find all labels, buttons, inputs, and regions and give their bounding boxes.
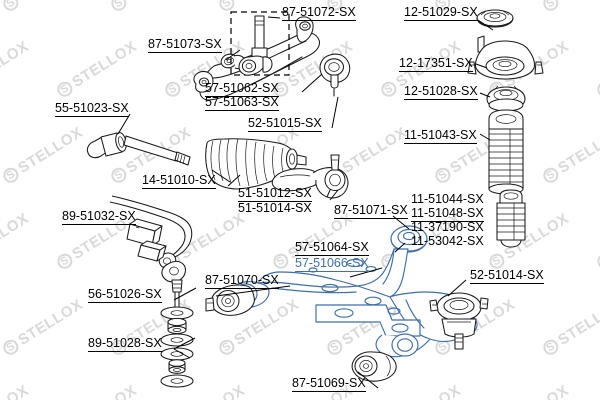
part-number-label: 87-51069-SX — [292, 376, 366, 392]
part-number-label: 55-51023-SX — [55, 101, 129, 117]
part-number-label: 89-51032-SX — [62, 209, 136, 225]
part-number-label: 12-51029-SX — [404, 5, 478, 21]
part-number-label: 11-37190-SX — [411, 220, 484, 234]
part-number-label: 87-51070-SX — [205, 273, 279, 289]
part-number-label: 12-51028-SX — [404, 84, 478, 100]
part-lower-ball-joint — [429, 292, 489, 350]
part-number-label: 87-51073-SX — [148, 37, 222, 53]
part-number-label: 14-51010-SX — [142, 173, 216, 189]
part-number-label: 11-53042-SX — [411, 234, 484, 248]
part-number-label: 51-51012-SX — [238, 186, 312, 202]
part-washer-stack — [160, 306, 194, 388]
part-inner-tie-rod — [86, 132, 191, 166]
part-strut-mount-cap — [476, 9, 514, 28]
part-bump-stop — [496, 189, 526, 248]
part-rear-arm-bushing — [351, 351, 397, 382]
part-number-label: 57-51062-SX — [205, 81, 279, 97]
part-number-label: 11-51048-SX — [411, 206, 484, 222]
part-number-label: 89-51028-SX — [88, 336, 162, 352]
part-number-label: 57-51064-SX — [295, 240, 369, 256]
part-stabilizer-bar — [109, 195, 193, 269]
part-number-label: 12-17351-SX — [399, 56, 473, 72]
part-steering-rack-boot — [205, 138, 307, 190]
part-number-label: 87-51071-SX — [334, 203, 408, 219]
part-number-label: 57-51066-SX — [295, 256, 369, 272]
part-strut-support-mount — [467, 35, 544, 80]
part-number-label: 57-51063-SX — [205, 95, 279, 111]
part-number-label: 51-51014-SX — [238, 201, 312, 215]
leader-lines — [117, 16, 494, 389]
part-number-label: 56-51026-SX — [88, 287, 162, 303]
part-number-label: 11-51044-SX — [411, 192, 484, 206]
part-upper-arm-link — [230, 11, 290, 76]
part-number-label: 11-51043-SX — [404, 128, 477, 144]
part-number-label: 52-51015-SX — [248, 116, 322, 132]
part-outer-tie-rod-end — [271, 154, 349, 199]
part-number-label: 87-51072-SX — [282, 5, 356, 21]
part-lower-arm-front-top-bushing — [390, 225, 428, 253]
part-number-label: 52-51014-SX — [470, 268, 544, 284]
